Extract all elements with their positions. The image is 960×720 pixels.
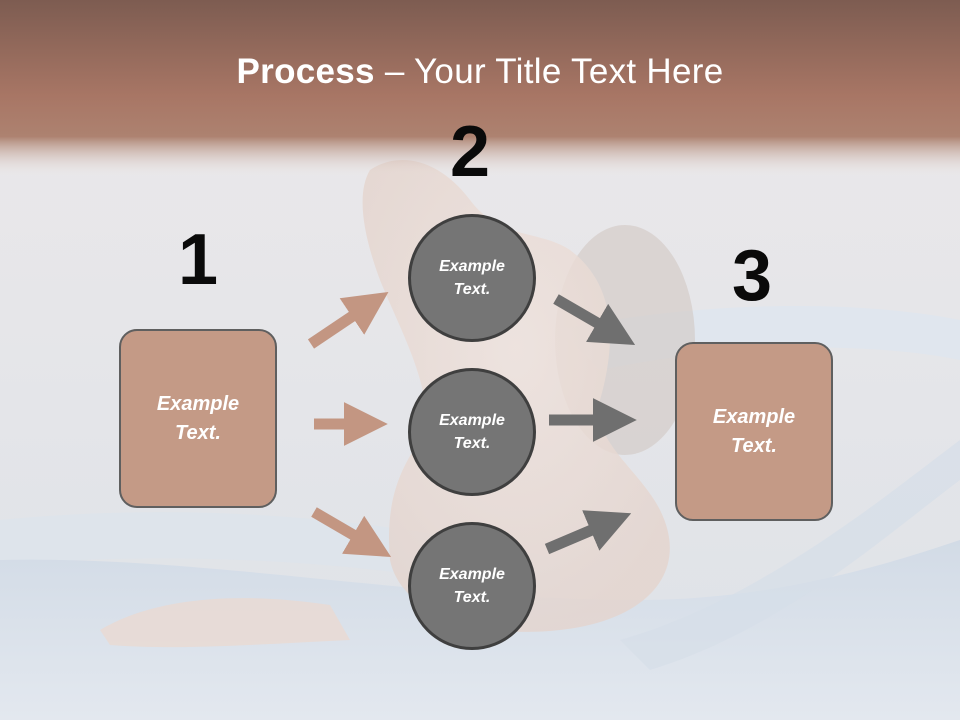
step-3-text: Example Text. [713, 403, 795, 461]
circle-2-line2: Text. [453, 435, 491, 452]
step-3-text-line2: Text. [731, 434, 777, 457]
step-3-box[interactable]: Example Text. [675, 342, 833, 521]
circle-1-line2: Text. [453, 281, 491, 298]
step-number-3: 3 [732, 236, 773, 316]
step-3-text-line1: Example [712, 405, 796, 428]
slide-title: Process – Your Title Text Here [0, 52, 960, 92]
step-number-1: 1 [178, 220, 219, 300]
step-1-text-line1: Example [156, 392, 240, 415]
arrow-to-circle-1 [307, 291, 389, 349]
arrow-from-circle-1 [553, 294, 636, 345]
circle-3-line1: Example [439, 566, 505, 583]
circle-3-text: Example Text. [439, 563, 505, 609]
step-number-2: 2 [450, 112, 491, 192]
circle-2-text: Example Text. [439, 409, 505, 455]
circle-2[interactable]: Example Text. [408, 368, 536, 496]
circle-3[interactable]: Example Text. [408, 522, 536, 650]
circle-1-text: Example Text. [439, 255, 505, 301]
circle-3-line2: Text. [453, 589, 491, 606]
title-bold: Process [236, 52, 375, 91]
arrow-from-circle-3 [544, 510, 632, 555]
step-1-text: Example Text. [157, 390, 239, 448]
step-1-text-line2: Text. [175, 421, 221, 444]
arrow-to-circle-3 [311, 507, 392, 557]
title-rest: – Your Title Text Here [374, 52, 724, 91]
circle-2-line1: Example [439, 412, 505, 429]
step-1-box[interactable]: Example Text. [119, 329, 277, 508]
circle-1-line1: Example [439, 258, 505, 275]
circle-1[interactable]: Example Text. [408, 214, 536, 342]
